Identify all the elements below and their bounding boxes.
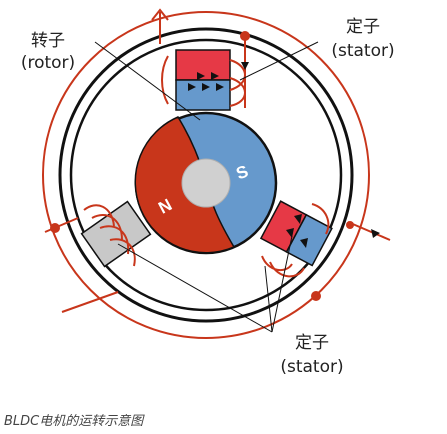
rotor: N S: [134, 111, 278, 255]
stator-top-label-en: (stator): [331, 41, 394, 61]
housing-ring-outer: [58, 27, 354, 323]
housing-ring-inner: [69, 38, 343, 312]
outer-wire-ring: [42, 11, 370, 339]
rotor-shaft: [181, 158, 231, 208]
callout-lines: [94, 41, 319, 333]
figure-caption: BLDC电机的运转示意图: [4, 414, 144, 429]
stator-left: [80, 200, 152, 268]
stator-top: [161, 49, 246, 111]
arrowheads: [241, 62, 380, 238]
stator-bottom-label-cn: 定子: [295, 333, 329, 353]
rotor-label-cn: 转子: [31, 31, 65, 51]
stator-top-label-cn: 定子: [346, 17, 380, 37]
stator-bottom-label-en: (stator): [280, 357, 343, 377]
wire-joints: [50, 31, 354, 301]
stator-right: [259, 200, 333, 278]
rotor-label-en: (rotor): [21, 53, 75, 73]
